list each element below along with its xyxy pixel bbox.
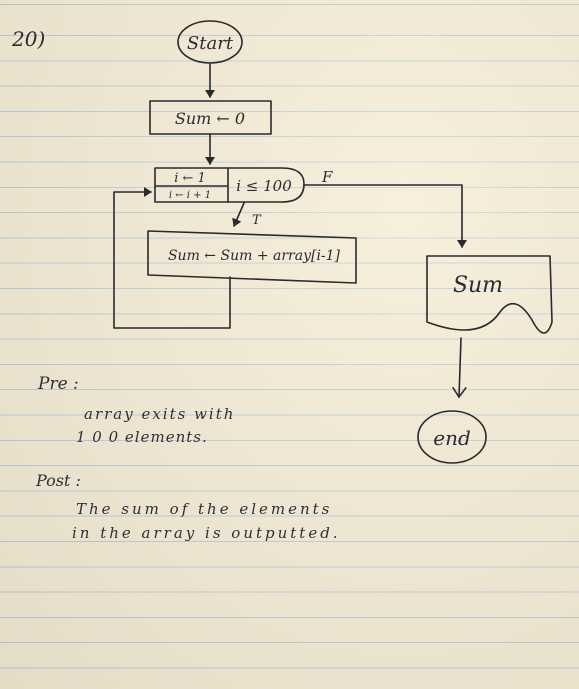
init-label: Sum ← 0 — [175, 109, 245, 128]
loop-increment-label: i ← i + 1 — [169, 190, 211, 201]
body-label: Sum ← Sum + array[i-1] — [168, 248, 341, 264]
loop-back-arrow — [113, 187, 231, 329]
false-branch-arrow — [303, 184, 467, 248]
pre-line-1: array exits with — [84, 405, 236, 423]
loop-init-label: i ← 1 — [174, 171, 206, 186]
false-label: F — [321, 168, 333, 186]
body-process-box — [147, 230, 357, 284]
problem-number: 20) — [11, 27, 45, 51]
true-label: T — [252, 213, 262, 228]
pre-heading: Pre : — [38, 374, 79, 394]
start-label: Start — [187, 33, 234, 54]
arrow-output-to-end — [459, 337, 461, 397]
loop-condition-label: i ≤ 100 — [236, 177, 292, 195]
post-line-1: The sum of the elements — [76, 500, 333, 518]
post-heading: Post : — [36, 471, 81, 490]
post-line-2: in the array is outputted. — [72, 524, 341, 542]
pre-line-2: 1 0 0 elements. — [76, 428, 208, 446]
end-terminal — [417, 410, 487, 464]
output-label: Sum — [453, 273, 503, 298]
end-label: end — [433, 426, 471, 450]
output-shape — [426, 255, 553, 334]
true-branch-arrow — [232, 202, 245, 227]
loop-decision-shape — [154, 167, 305, 203]
